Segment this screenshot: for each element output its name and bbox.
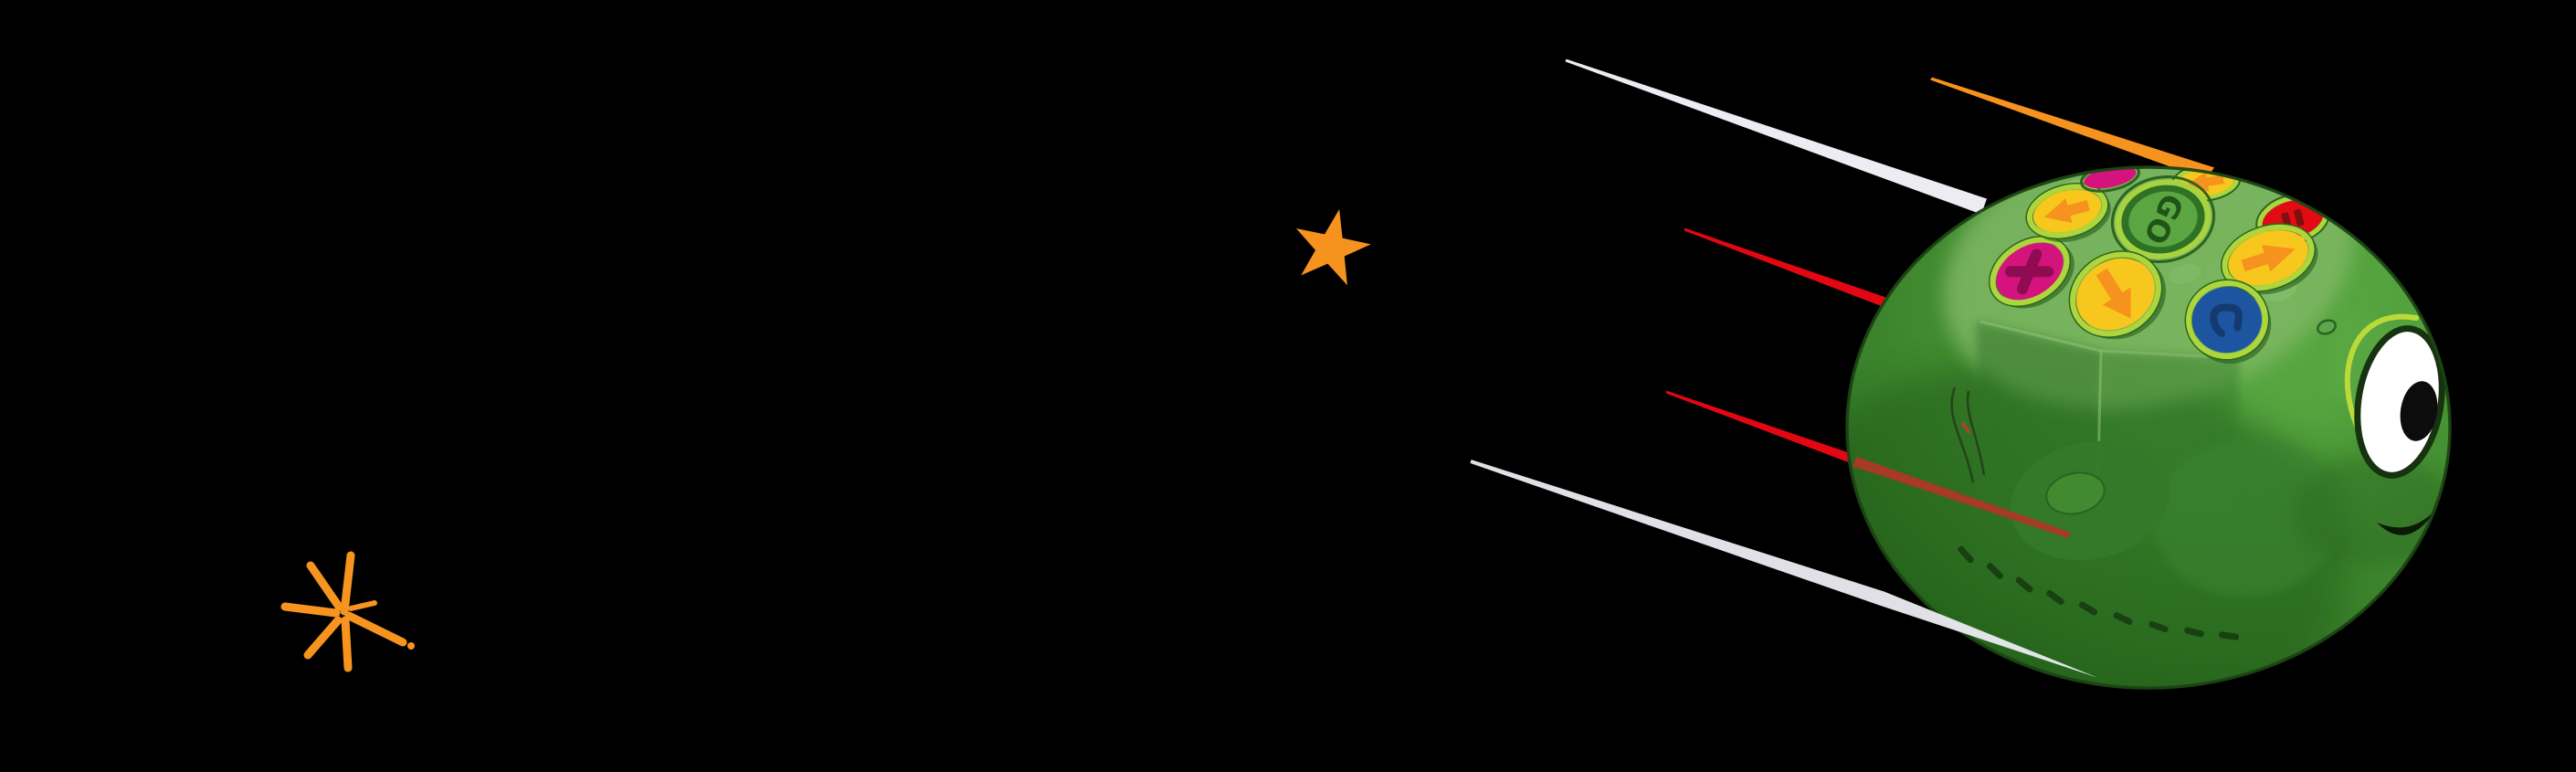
arrow-left-icon <box>2043 197 2090 224</box>
sparkle-icon <box>280 551 415 672</box>
speed-streak-dark-red <box>1853 456 2071 538</box>
turn-right-button <box>2220 223 2318 295</box>
clear-button <box>1988 236 2075 309</box>
tread-marks <box>1958 545 2239 640</box>
reset-button <box>2184 279 2272 365</box>
pupil <box>2400 381 2438 441</box>
robot: GO <box>1845 165 2452 690</box>
wire-red-tip <box>1960 421 1971 434</box>
wheel-hub <box>2045 471 2106 515</box>
smile <box>2377 508 2437 535</box>
backward-button <box>2068 250 2167 340</box>
arrow-right-icon <box>2241 245 2296 272</box>
speed-streak-red-upper <box>1684 227 1897 312</box>
nose-dot <box>2317 319 2337 335</box>
speed-streak-white-top <box>1565 58 1987 215</box>
wheel-rear <box>2154 438 2344 597</box>
turn-left-button <box>2025 183 2111 242</box>
speed-streak-white-bottom <box>1470 460 2098 678</box>
go-button <box>2110 175 2216 263</box>
speed-streak-orange <box>1930 77 2214 180</box>
speed-streak-red-middle <box>1665 390 1879 473</box>
robot-outline <box>1845 165 2452 690</box>
bottom-highlight <box>2017 683 2201 688</box>
x-cross-icon <box>2004 249 2054 295</box>
cheek-shadow <box>2293 457 2450 566</box>
arrow-down-icon <box>2096 268 2131 319</box>
wire-lines <box>1950 386 1986 483</box>
star-icon <box>1295 208 1371 286</box>
square-loop-icon <box>2210 303 2243 337</box>
